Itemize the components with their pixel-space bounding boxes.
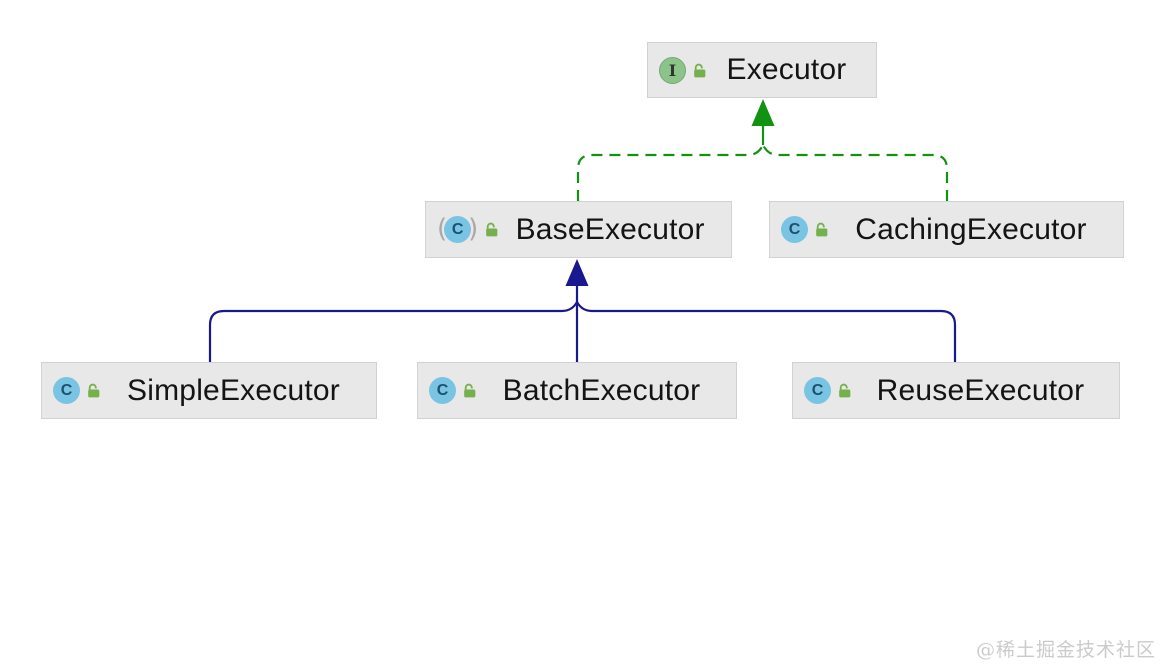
class-name-label: ReuseExecutor bbox=[876, 373, 1085, 407]
node-icons: I bbox=[659, 56, 708, 84]
class-node-simpleexecutor[interactable]: C SimpleExecutor bbox=[41, 362, 377, 419]
node-icons: C bbox=[53, 377, 102, 404]
class-icon: C bbox=[781, 216, 808, 243]
class-name-label: Executor bbox=[726, 53, 847, 86]
unlocked-public-icon bbox=[694, 63, 706, 77]
unlocked-public-icon bbox=[486, 222, 498, 237]
node-icons: C bbox=[781, 216, 830, 243]
class-node-batchexecutor[interactable]: C BatchExecutor bbox=[417, 362, 737, 419]
class-icon: C bbox=[429, 377, 456, 404]
unlocked-public-icon bbox=[464, 383, 476, 398]
class-node-reuseexecutor[interactable]: C ReuseExecutor bbox=[792, 362, 1120, 419]
edge-implements-baseexecutor-executor bbox=[576, 144, 764, 201]
unlocked-public-icon bbox=[88, 383, 100, 398]
class-node-cachingexecutor[interactable]: C CachingExecutor bbox=[769, 201, 1124, 258]
node-icons: C bbox=[429, 377, 478, 404]
watermark-text: @稀土掘金技术社区 bbox=[975, 639, 1156, 661]
class-icon: C bbox=[804, 377, 831, 404]
class-node-executor[interactable]: I Executor bbox=[647, 42, 877, 98]
class-icon: C bbox=[53, 377, 80, 404]
extends-arrowhead bbox=[565, 259, 589, 286]
node-icons: ( C ) bbox=[437, 216, 500, 243]
edge-implements-cachingexecutor-executor bbox=[762, 144, 949, 201]
class-node-baseexecutor[interactable]: ( C ) BaseExecutor bbox=[425, 201, 732, 258]
class-name-label: CachingExecutor bbox=[855, 212, 1087, 246]
class-name-label: SimpleExecutor bbox=[127, 373, 340, 407]
interface-icon: I bbox=[659, 56, 686, 84]
edge-extends-simpleexecutor-baseexecutor bbox=[208, 301, 578, 362]
implements-arrowhead bbox=[751, 99, 775, 145]
unlocked-public-icon bbox=[816, 222, 828, 237]
edge-extends-reuseexecutor-baseexecutor bbox=[576, 301, 957, 362]
class-name-label: BatchExecutor bbox=[502, 373, 701, 407]
abstract-class-icon: ( C ) bbox=[437, 214, 479, 244]
node-icons: C bbox=[804, 377, 853, 404]
class-name-label: BaseExecutor bbox=[515, 212, 705, 246]
unlocked-public-icon bbox=[839, 383, 851, 398]
